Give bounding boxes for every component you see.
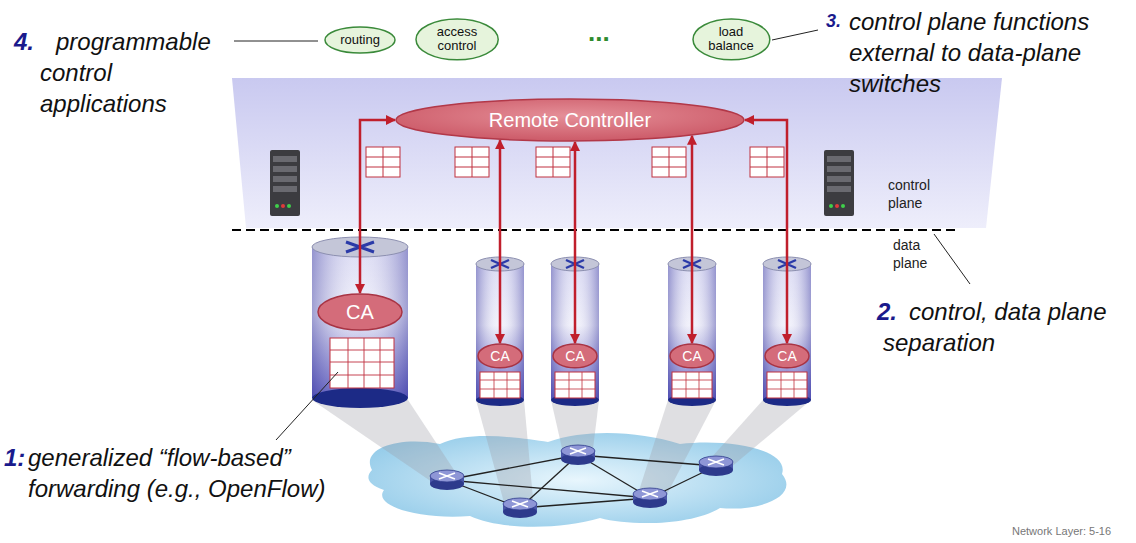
flow-table <box>455 147 489 177</box>
flow-table <box>536 147 570 177</box>
app-ellipse: access control <box>415 18 499 61</box>
router-icon <box>430 470 464 490</box>
callout-text: control, data plane separation <box>883 296 1121 358</box>
callout-text: programmable control applications <box>40 26 232 120</box>
node-text: CA <box>346 302 374 323</box>
plane-label: control plane <box>888 176 946 212</box>
callout-text: control plane functions external to data… <box>849 6 1131 100</box>
node-text: load balance <box>707 25 755 52</box>
node-text: CA <box>777 349 796 364</box>
callout-text: generalized “flow-based” forwarding (e.g… <box>28 442 348 504</box>
control-agent: CA <box>669 343 715 369</box>
router-icon <box>633 488 667 508</box>
control-link <box>360 120 395 293</box>
router-icon <box>503 498 537 518</box>
control-link <box>745 120 787 343</box>
controller-ellipse: Remote Controller <box>395 98 745 142</box>
node-text: CA <box>565 349 584 364</box>
plane-separator <box>232 229 956 231</box>
control-agent: CA <box>552 343 598 369</box>
router-icon <box>561 445 595 465</box>
node-text: routing <box>340 33 380 47</box>
node-text: Remote Controller <box>489 110 651 131</box>
ellipsis: ... <box>588 16 632 50</box>
control-agent: CA <box>317 293 403 331</box>
callout-number: 3. <box>826 10 850 33</box>
flow-table <box>652 147 686 177</box>
router-icon <box>699 456 733 476</box>
callout-number: 2. <box>877 296 905 327</box>
slide-footer: Network Layer: 5-16 <box>1012 524 1132 538</box>
control-agent: CA <box>477 343 523 369</box>
control-link <box>574 142 577 343</box>
node-text: CA <box>490 349 509 364</box>
control-link <box>691 136 694 343</box>
control-agent: CA <box>764 343 810 369</box>
callout-number: 1: <box>4 442 30 473</box>
node-text: CA <box>682 349 701 364</box>
app-ellipse: load balance <box>692 18 771 61</box>
switch-projection <box>312 400 811 510</box>
flow-table <box>750 147 784 177</box>
app-ellipse: routing <box>324 26 396 54</box>
control-link <box>499 140 502 343</box>
callout-number: 4. <box>14 26 44 57</box>
server-icon <box>270 150 300 216</box>
server-icon <box>824 150 854 216</box>
plane-label: data plane <box>893 236 949 272</box>
control-plane-band <box>232 78 1002 228</box>
node-text: access control <box>431 25 483 52</box>
flow-table <box>366 147 400 177</box>
